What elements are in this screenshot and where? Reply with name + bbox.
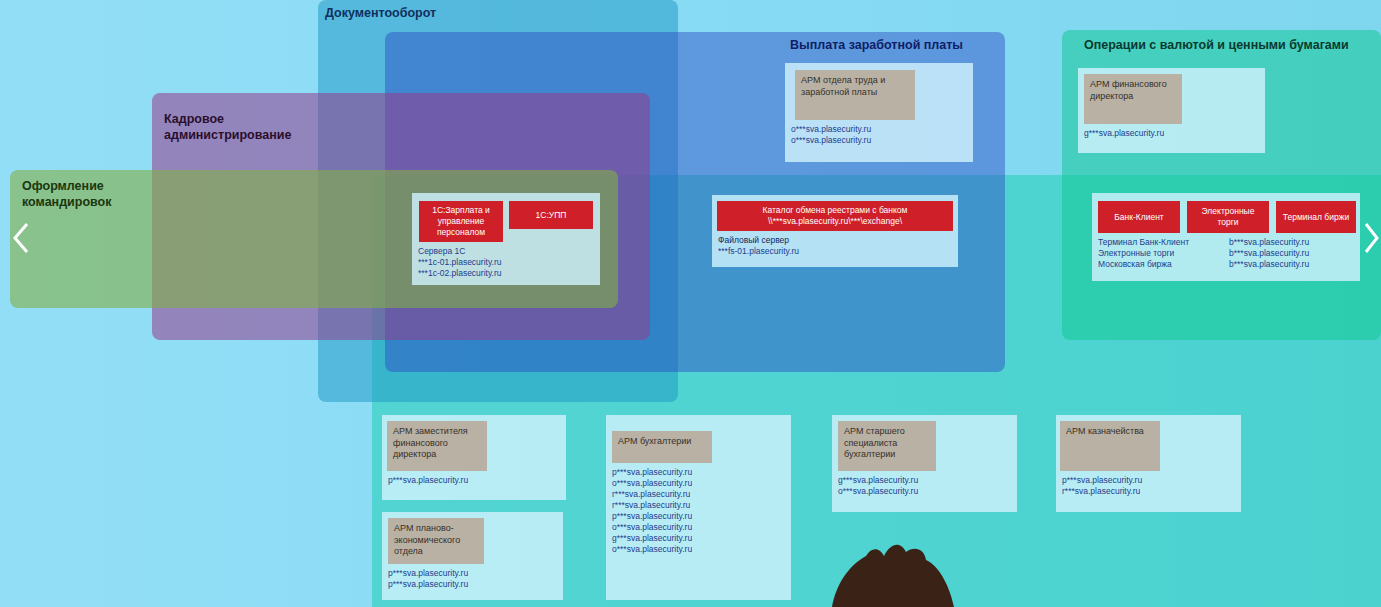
workstation-label: АРМ отдела труда и заработной платы (795, 70, 915, 120)
host-name: ***1c-01.plasecurity.ru (418, 257, 594, 268)
system-label: 1С:УПП (509, 201, 593, 229)
system-box: o***sva.plasecurity.ruo***sva.plasecurit… (785, 63, 973, 162)
workstation-label: АРМ казначейства (1060, 421, 1160, 471)
system-box: p***sva.plasecurity.ruo***sva.plasecurit… (606, 415, 791, 600)
next-chevron (1366, 224, 1377, 252)
workstation-name: АРМ отдела труда и заработной платы (801, 75, 909, 98)
host-name: Сервера 1С (418, 246, 594, 257)
system-box: p***sva.plasecurity.ru АРМ заместителя фи… (382, 415, 566, 500)
host-name: o***sva.plasecurity.ru (791, 135, 967, 146)
system-label: 1С:Зарплата и управление персоналом (419, 201, 503, 242)
area-title: Оформление командировок (22, 178, 137, 210)
host-name: Электронные торги (1098, 248, 1223, 259)
workstation-name: АРМ старшего специалиста бухгалтерии (844, 426, 930, 461)
system-name: 1С:Зарплата и управление персоналом (423, 205, 499, 238)
area-title: Кадровое администрирование (164, 111, 314, 143)
area-title: Документооборот (325, 5, 525, 21)
workstation-name: АРМ финансового директора (1090, 79, 1176, 102)
workstation-name: АРМ казначейства (1066, 426, 1154, 438)
host-name: p***sva.plasecurity.ru (388, 579, 557, 590)
system-box: Сервера 1С***1c-01.plasecurity.ru***1c-0… (412, 193, 600, 285)
workstation-name: АРМ бухгалтерии (618, 436, 706, 448)
system-name: Банк-Клиент (1114, 212, 1164, 223)
host-name: o***sva.plasecurity.ru (838, 486, 1011, 497)
system-box: Файловый сервер***fs-01.plasecurity.ru Ка… (712, 195, 958, 267)
host-name: p***sva.plasecurity.ru (612, 511, 785, 522)
host-name: b***sva.plasecurity.ru (1229, 259, 1354, 270)
system-box: p***sva.plasecurity.rup***sva.plasecurit… (382, 512, 563, 600)
workstation-label: АРМ заместителя финансового директора (387, 421, 487, 471)
workstation-name: АРМ планово-экономического отдела (394, 523, 478, 558)
host-name: r***sva.plasecurity.ru (612, 489, 785, 500)
host-name: o***sva.plasecurity.ru (612, 544, 785, 555)
host-name: g***sva.plasecurity.ru (612, 533, 785, 544)
workstation-label: АРМ финансового директора (1084, 74, 1182, 124)
audience-head (832, 545, 954, 607)
system-label: Электронные торги (1187, 201, 1269, 233)
host-name: r***sva.plasecurity.ru (612, 500, 785, 511)
host-name: p***sva.plasecurity.ru (612, 467, 785, 478)
host-name: p***sva.plasecurity.ru (388, 568, 557, 579)
host-name: o***sva.plasecurity.ru (791, 124, 967, 135)
area-title: Выплата заработной платы (790, 37, 995, 53)
system-name: Каталог обмена реестрами с банком (763, 205, 908, 216)
workstation-label: АРМ планово-экономического отдела (388, 518, 484, 564)
system-name: Терминал биржи (1283, 212, 1349, 223)
host-name: ***1c-02.plasecurity.ru (418, 268, 594, 279)
host-name: ***fs-01.plasecurity.ru (718, 246, 952, 257)
host-name: p***sva.plasecurity.ru (1062, 475, 1235, 486)
system-label: Каталог обмена реестрами с банком\\***sv… (717, 201, 953, 231)
workstation-label: АРМ старшего специалиста бухгалтерии (838, 421, 936, 471)
host-name: Московская биржа (1098, 259, 1223, 270)
host-name: b***sva.plasecurity.ru (1229, 248, 1354, 259)
host-name: g***sva.plasecurity.ru (838, 475, 1011, 486)
workstation-name: АРМ заместителя финансового директора (393, 426, 481, 461)
system-label: Терминал биржи (1276, 201, 1356, 233)
host-name: p***sva.plasecurity.ru (388, 475, 560, 486)
area-title: Операции с валютой и ценными бумагами (1084, 37, 1374, 53)
host-table: Терминал Банк-Клиент b***sva.plasecurity.… (1098, 237, 1354, 270)
system-label: Банк-Клиент (1098, 201, 1180, 233)
system-box: p***sva.plasecurity.rur***sva.plasecurit… (1056, 415, 1241, 512)
host-name: o***sva.plasecurity.ru (612, 522, 785, 533)
prev-chevron (15, 224, 27, 252)
process-area: Операции с валютой и ценными бумагами g**… (1062, 30, 1381, 340)
system-name: 1С:УПП (536, 210, 567, 221)
host-name: Файловый сервер (718, 235, 952, 246)
system-box: Терминал Банк-Клиент b***sva.plasecurity.… (1092, 193, 1360, 281)
system-name: \\***sva.plasecurity.ru\***\exchange\ (768, 216, 902, 227)
system-box: g***sva.plasecurity.ruo***sva.plasecurit… (832, 415, 1017, 512)
host-name: g***sva.plasecurity.ru (1084, 128, 1259, 139)
host-name: o***sva.plasecurity.ru (612, 478, 785, 489)
system-box: g***sva.plasecurity.ru АРМ финансового ди… (1078, 68, 1265, 153)
system-name: Электронные торги (1191, 206, 1265, 228)
host-name: b***sva.plasecurity.ru (1229, 237, 1354, 248)
host-name: r***sva.plasecurity.ru (1062, 486, 1235, 497)
host-name: Терминал Банк-Клиент (1098, 237, 1223, 248)
workstation-label: АРМ бухгалтерии (612, 431, 712, 463)
